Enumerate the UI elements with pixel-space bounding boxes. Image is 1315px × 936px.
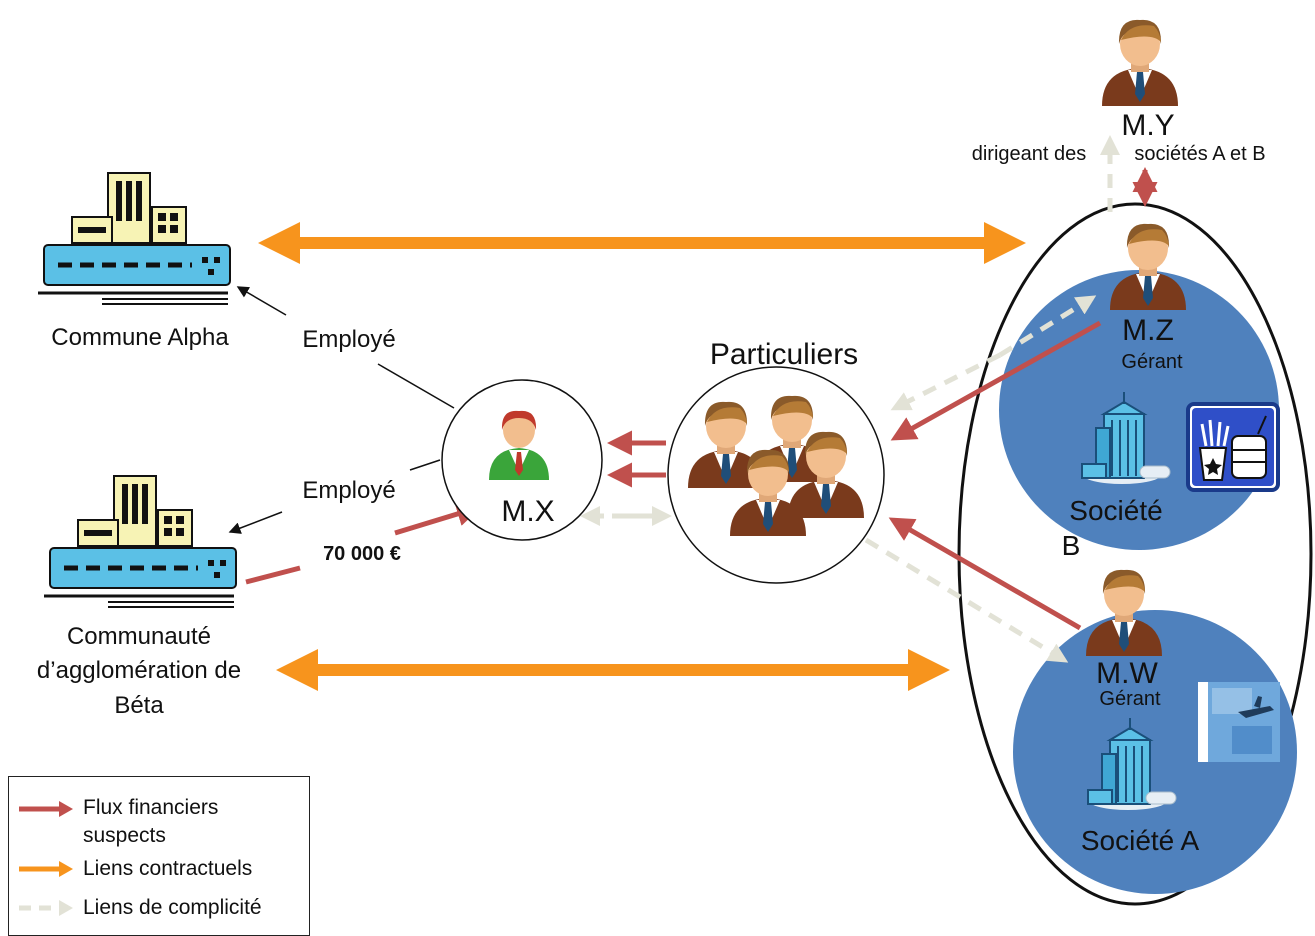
legend-flux-text: Flux financiers suspects — [75, 795, 218, 849]
amount-label: 70 000 € — [323, 543, 401, 565]
contract-link-alpha — [258, 222, 1026, 264]
contract-link-beta — [276, 649, 950, 691]
my-label: M.Y — [1121, 109, 1174, 142]
airplane-travel-icon — [1198, 682, 1280, 762]
my-role-part2: sociétés A et B — [1134, 143, 1265, 165]
employe-alpha-label: Employé — [302, 326, 395, 353]
societe-a-label: Société A — [1081, 825, 1200, 856]
societe-b-label-line1: Société — [1069, 495, 1162, 526]
complicity-links — [580, 135, 1120, 663]
mx-label: M.X — [501, 495, 554, 528]
mw-role-label: Gérant — [1099, 688, 1161, 710]
commune-alpha-label: Commune Alpha — [51, 324, 229, 351]
legend: Flux financiers suspects Liens contractu… — [8, 776, 310, 936]
societe-b-label-line2: B — [1062, 530, 1081, 561]
employe-beta-label: Employé — [302, 477, 395, 504]
communaute-label-line3: Béta — [114, 692, 164, 719]
legend-contractuels-label: Liens contractuels — [83, 857, 253, 880]
legend-complicite-label: Liens de complicité — [83, 896, 262, 919]
mw-label: M.W — [1096, 657, 1158, 690]
legend-item-contractuels: Liens contractuels — [17, 856, 252, 882]
fast-food-icon — [1186, 402, 1280, 492]
legend-item-complicite: Liens de complicité — [17, 895, 262, 921]
businessman-icon — [1110, 223, 1186, 310]
office-building-icon — [44, 476, 236, 607]
particuliers-label: Particuliers — [710, 338, 858, 371]
dashed-arrow-icon — [19, 900, 73, 916]
societe-a-circle — [1013, 610, 1297, 894]
orange-arrow-icon — [19, 861, 73, 877]
legend-flux-line2: suspects — [83, 824, 166, 847]
mz-label: M.Z — [1122, 314, 1174, 347]
office-building-icon — [38, 173, 230, 304]
communaute-label-line2: d’agglomération de — [37, 657, 241, 684]
my-role-part1: dirigeant des — [972, 143, 1087, 165]
legend-flux-line1: Flux financiers — [83, 796, 219, 819]
communaute-label-line1: Communauté — [67, 623, 211, 650]
businessman-icon — [1102, 19, 1178, 106]
legend-item-flux: Flux financiers suspects — [17, 795, 218, 849]
red-arrow-icon — [19, 801, 73, 817]
employment-links — [228, 286, 455, 534]
mz-role-label: Gérant — [1121, 351, 1183, 373]
